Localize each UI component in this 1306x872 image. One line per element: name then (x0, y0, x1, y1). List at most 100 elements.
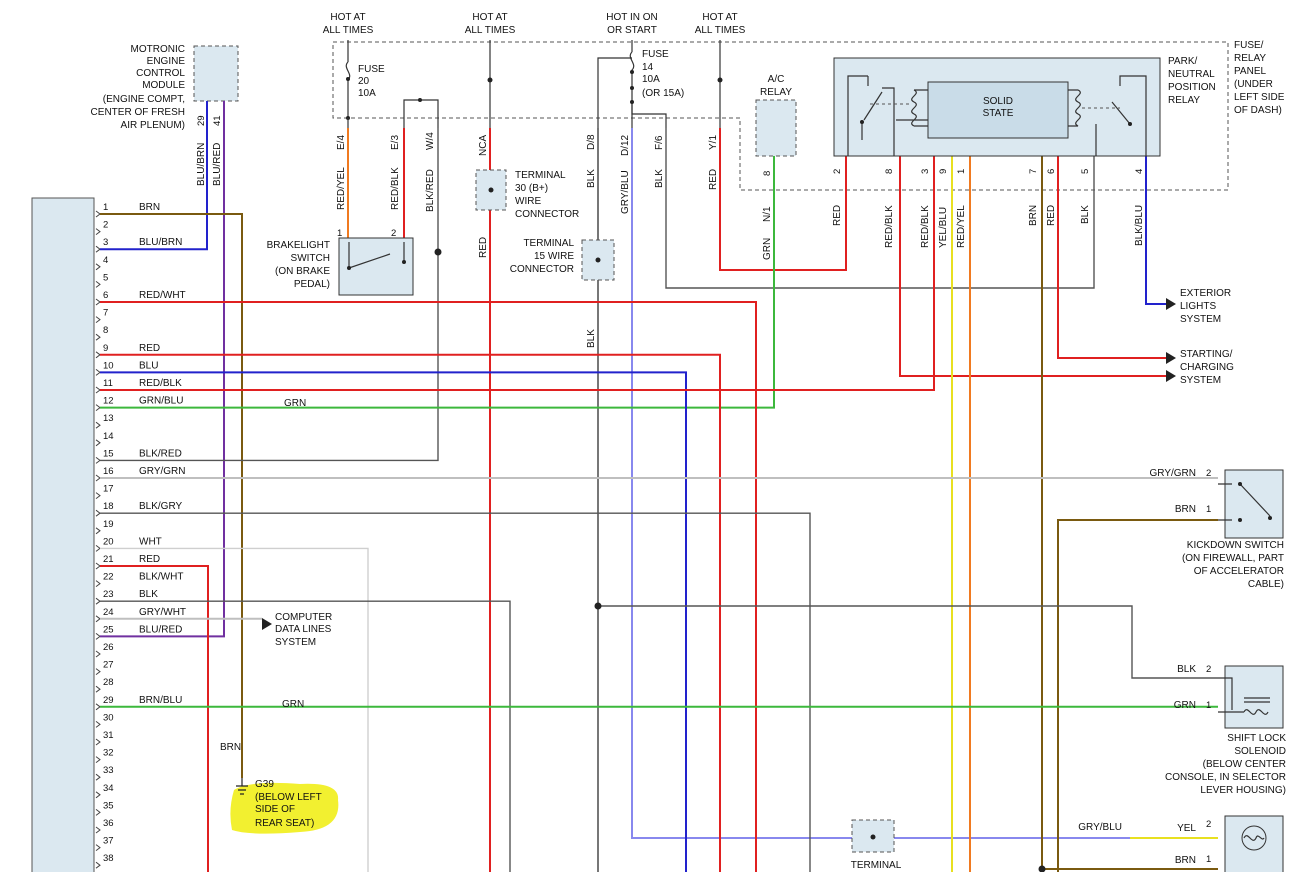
svg-text:2: 2 (1206, 819, 1211, 830)
tcm-pin-terminal (95, 263, 101, 271)
ecm-wire-label-41: BLU/RED (212, 143, 223, 186)
svg-text:E/4: E/4 (336, 135, 347, 150)
svg-text:BLK: BLK (1177, 664, 1196, 675)
svg-text:ALL TIMES: ALL TIMES (695, 25, 746, 36)
tcm-pin-number: 34 (103, 783, 114, 794)
tcm-pin-number: 27 (103, 660, 114, 671)
solid-state-module (927, 81, 1069, 139)
tcm-pin-number: 9 (103, 343, 108, 354)
tcm-pin-terminal (95, 228, 101, 235)
wire-blk-23 (100, 600, 511, 872)
tcm-wire-label: RED (139, 343, 160, 354)
svg-text:F/6: F/6 (654, 135, 665, 150)
tcm-pin-number: 22 (103, 572, 114, 583)
tcm-pin-terminal (95, 826, 101, 834)
svg-text:D/12: D/12 (620, 134, 631, 156)
tcm-pin-terminal (95, 545, 101, 552)
wire-red-blk-11 (100, 156, 935, 391)
tcm-wire-label: BLK (139, 589, 158, 600)
svg-text:RED: RED (1046, 205, 1057, 226)
bottom-right-component (1224, 815, 1284, 872)
brakelight-switch (338, 237, 414, 296)
svg-text:A/C: A/C (768, 74, 785, 85)
pnp-relay-label: PARK/ NEUTRAL POSITION RELAY (1168, 56, 1216, 106)
svg-text:SIDE OF: SIDE OF (255, 804, 295, 815)
panel-pin-labels: E/4 E/3 W/4 NCA D/8 D/12 F/6 Y/1 (336, 132, 719, 156)
svg-text:7: 7 (1028, 169, 1039, 174)
svg-text:HOT AT: HOT AT (472, 12, 507, 23)
svg-text:POSITION: POSITION (1168, 82, 1216, 93)
tcm-wire-label: BLU/RED (139, 624, 182, 635)
tcm-pin-number: 1 (103, 202, 108, 213)
grn-label-pin12: GRN (284, 398, 306, 409)
svg-text:OF DASH): OF DASH) (1234, 105, 1282, 116)
tcm-pin-terminal (95, 210, 101, 218)
svg-text:DATA LINES: DATA LINES (275, 624, 332, 635)
wire-blu-red (100, 101, 225, 638)
tcm-wire-label: BLU (139, 360, 158, 371)
tcm-pin-terminal (95, 369, 101, 376)
svg-text:LEVER HOUSING): LEVER HOUSING) (1200, 785, 1286, 796)
tcm-pin-number: 8 (103, 325, 108, 336)
shift-lock-solenoid (1224, 665, 1284, 729)
ecm-pin-29: 29 (196, 115, 207, 126)
wire-blk-shiftlock (598, 605, 1218, 679)
wire-brn-kickdown (1057, 519, 1218, 872)
svg-text:CONSOLE, IN SELECTOR: CONSOLE, IN SELECTOR (1165, 772, 1286, 783)
svg-text:Y/1: Y/1 (708, 135, 719, 150)
tcm-wire-label: BLK/GRY (139, 501, 182, 512)
wire-red-start (1057, 156, 1166, 359)
wire-brn-ground (100, 213, 243, 778)
ground-id: G39 (255, 779, 274, 790)
svg-text:15 WIRE: 15 WIRE (534, 251, 574, 262)
fuse-20-label: FUSE 20 10A (358, 64, 385, 99)
svg-text:RED: RED (832, 205, 843, 226)
svg-text:EXTERIOR: EXTERIOR (1180, 288, 1231, 299)
svg-text:1: 1 (1206, 854, 1211, 865)
svg-text:BLK: BLK (586, 169, 597, 188)
exterior-lights-system-label: EXTERIOR LIGHTS SYSTEM (1180, 288, 1231, 325)
tcm-pin-number: 10 (103, 360, 114, 371)
wire-blk-f6 (665, 128, 1095, 289)
tcm-pin-number: 32 (103, 748, 114, 759)
tcm-pin-terminal (95, 351, 101, 359)
tcm-pin-terminal (95, 457, 101, 464)
pnp-relay-pins: 2 8 3 9 1 7 6 5 4 (832, 169, 1145, 174)
fuse-14-symbol (629, 51, 635, 104)
tcm-wire-label: BRN (139, 202, 160, 213)
svg-text:MODULE: MODULE (142, 80, 185, 91)
svg-text:4: 4 (1134, 169, 1145, 174)
motronic-ecm-connector (193, 45, 239, 102)
transmission-control-module (31, 197, 95, 872)
svg-text:RED/BLK: RED/BLK (920, 205, 931, 248)
kickdown-switch (1224, 469, 1284, 539)
bottom-terminal-label: TERMINAL (851, 860, 902, 871)
svg-text:E/3: E/3 (390, 135, 401, 150)
svg-text:RELAY: RELAY (760, 87, 792, 98)
ecm-pin-41: 41 (212, 115, 223, 126)
ground-location-label: (BELOW LEFT SIDE OF REAR SEAT) (255, 792, 322, 829)
svg-text:MOTRONIC: MOTRONIC (131, 44, 185, 55)
tcm-pin-terminal (95, 281, 101, 288)
tcm-pin-number: 21 (103, 554, 114, 565)
svg-text:ENGINE: ENGINE (147, 56, 186, 67)
wire-red-y1 (719, 128, 847, 271)
svg-text:RED/YEL: RED/YEL (956, 205, 967, 248)
tcm-pin-terminal (95, 439, 101, 447)
tcm-wire-label: BLK/WHT (139, 572, 183, 583)
wire-red-9 (100, 353, 721, 872)
svg-text:30 (B+): 30 (B+) (515, 183, 548, 194)
shift-lock-solenoid-label: SHIFT LOCK SOLENOID (BELOW CENTER CONSOL… (1165, 733, 1286, 796)
svg-text:GRN: GRN (762, 238, 773, 260)
tcm-pin-terminal (95, 333, 101, 341)
tcm-pin-number: 35 (103, 800, 114, 811)
tcm-pin-terminal (95, 316, 101, 323)
svg-text:OF ACCELERATOR: OF ACCELERATOR (1194, 566, 1284, 577)
svg-text:STATE: STATE (983, 108, 1014, 119)
tcm-pin-number: 25 (103, 624, 114, 635)
svg-text:CONNECTOR: CONNECTOR (515, 209, 579, 220)
starting-charging-system-label: STARTING/ CHARGING SYSTEM (1180, 349, 1234, 386)
svg-text:BRN: BRN (1028, 205, 1039, 226)
tcm-pin-number: 37 (103, 836, 114, 847)
